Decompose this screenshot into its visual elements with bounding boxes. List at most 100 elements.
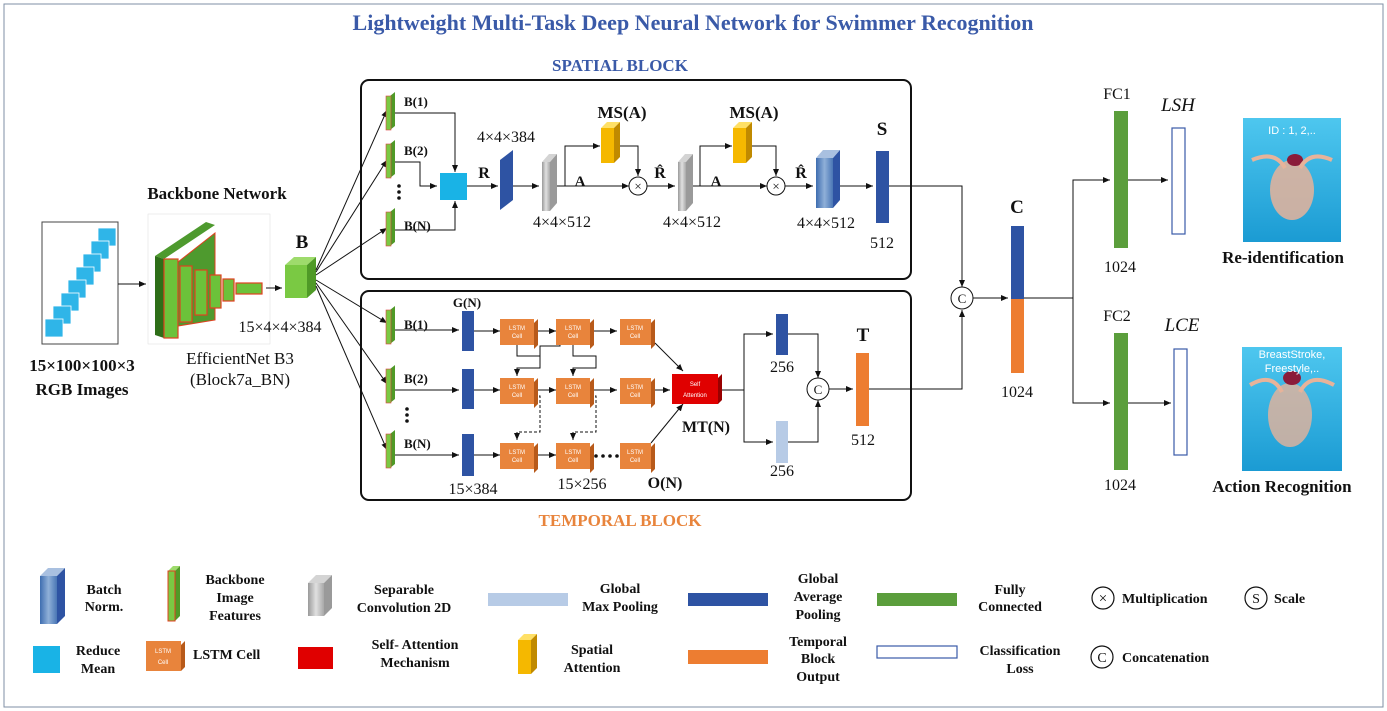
fc1-label: FC1 (1103, 86, 1131, 103)
t-bar (856, 353, 869, 426)
legend-reduce-mean: Reduce Mean (33, 644, 120, 677)
spatial-attention-1 (601, 122, 620, 163)
svg-text:LSTM: LSTM (509, 326, 525, 332)
legend-global-avg-pool: Global Average Pooling (688, 572, 842, 623)
svg-text:Cell: Cell (630, 458, 640, 464)
reid-caption: Re-identification (1222, 248, 1344, 267)
temporal-block-frame (360, 290, 912, 501)
bn-dims: 4×4×512 (797, 215, 855, 232)
lstm-cells: LSTM Cell LSTM Cell LSTM Cell LSTM Cell LSTM… (500, 319, 655, 473)
loss-ce-label: LCE (1164, 315, 1200, 336)
legend-attention-2: Mechanism (380, 656, 450, 671)
sep-conv-1 (542, 154, 557, 211)
mt-label: MT(N) (682, 419, 730, 436)
temporal-feature-slabs (385, 306, 395, 469)
temporal-b2-label: B(2) (404, 371, 428, 386)
avg-pool-dims: 256 (770, 359, 794, 376)
legend-separable-conv: Separable Convolution 2D (308, 575, 451, 616)
legend-scale: S Scale (1244, 586, 1305, 610)
t-label: T (857, 325, 870, 346)
s-dims: 512 (870, 235, 894, 252)
svg-text:Cell: Cell (568, 393, 578, 399)
reduce-mean-box (440, 173, 467, 200)
arrow-t-concat (869, 310, 965, 390)
spatial-feature-slabs (385, 92, 395, 247)
legend-batch-norm: Batch Norm. (40, 568, 123, 624)
lstm-flow-dashed (514, 395, 597, 440)
legend-spatial-att-2: Attention (564, 661, 621, 676)
lstm-cell-r2c2: LSTM Cell (556, 378, 594, 408)
arrow-s-concat (889, 185, 965, 287)
sep-conv-2 (678, 154, 693, 211)
legend-fully-connected: Fully Connected (877, 583, 1042, 615)
spatial-b1-label: B(1) (404, 94, 428, 109)
legend-temporal-3: Output (796, 670, 840, 685)
svg-text:LSTM: LSTM (565, 450, 581, 456)
multiply-symbol-1: × (634, 179, 641, 194)
spatial-bn-label: B(N) (404, 218, 431, 233)
loss-sh-box (1171, 127, 1186, 235)
fc2-bar (1114, 333, 1128, 470)
a-label-2: A (711, 174, 722, 190)
legend-loss-2: Loss (1006, 662, 1034, 677)
multiply-symbol-2: × (772, 179, 779, 194)
ms-label-1: MS(A) (597, 103, 646, 122)
legend-backbone-3: Features (209, 609, 261, 624)
legend-multiplication: × Multiplication (1091, 586, 1208, 610)
legend-reduce-1: Reduce (76, 644, 120, 659)
temporal-avg-pool (776, 314, 788, 355)
legend-multiplication-label: Multiplication (1122, 592, 1208, 607)
backbone-name: EfficientNet B3 (186, 349, 294, 368)
loss-sh-label: LSH (1160, 95, 1196, 116)
concat-vector-top (1011, 226, 1024, 299)
legend-temporal-2: Block (801, 652, 835, 667)
lstm-flow (474, 328, 617, 458)
svg-text:LSTM: LSTM (565, 326, 581, 332)
legend-spatial-att-1: Spatial (571, 643, 613, 658)
self-attention-box: Self Attention (672, 374, 722, 404)
spatial-attention-2 (733, 122, 752, 163)
legend-gap-2: Average (794, 590, 843, 605)
svg-text:Cell: Cell (512, 334, 522, 340)
backbone-output-dims: 15×4×4×384 (238, 319, 321, 336)
max-pool-dims: 256 (770, 463, 794, 480)
legend-classification-loss: Classification Loss (876, 644, 1061, 677)
loss-ce-box (1173, 348, 1188, 456)
lstm-dots (594, 454, 619, 458)
efficientnet-pyramid (147, 213, 271, 345)
legend-concatenation: C Concatenation (1090, 645, 1209, 669)
rhat-label-2: R̂ (795, 164, 807, 183)
g-label: G(N) (453, 295, 481, 310)
arrow-att2-mult2 (752, 145, 779, 176)
attention-label-2: Attention (683, 393, 707, 399)
r-label: R (478, 165, 490, 182)
svg-text:LSTM: LSTM (627, 385, 643, 391)
t-dims: 512 (851, 432, 875, 449)
arrow-att1-mult1 (620, 145, 641, 176)
spatial-merge-lines (395, 112, 458, 231)
svg-text:Cell: Cell (568, 334, 578, 340)
arrow-to-att2 (699, 143, 732, 186)
temporal-bn-label: B(N) (404, 436, 431, 451)
fc1-bar (1114, 111, 1128, 248)
lstm-cell-r1c1: LSTM Cell (500, 319, 538, 349)
backbone-feature-cube (285, 257, 316, 298)
svg-text:LSTM: LSTM (565, 385, 581, 391)
concat-dims: 1024 (1001, 384, 1033, 401)
legend-temporal-output: Temporal Block Output (688, 635, 847, 685)
attention-label-1: Self (690, 382, 701, 388)
spatial-block-frame (360, 79, 912, 280)
rhat-label-1: R̂ (654, 164, 666, 183)
reid-overlay-text: ID : 1, 2,.. (1268, 125, 1316, 137)
backbone-layer: (Block7a_BN) (190, 370, 290, 389)
svg-text:LSTM: LSTM (509, 385, 525, 391)
head-split (1024, 177, 1171, 406)
legend-fc-2: Connected (978, 600, 1042, 615)
to-attention-arrows (650, 342, 684, 444)
